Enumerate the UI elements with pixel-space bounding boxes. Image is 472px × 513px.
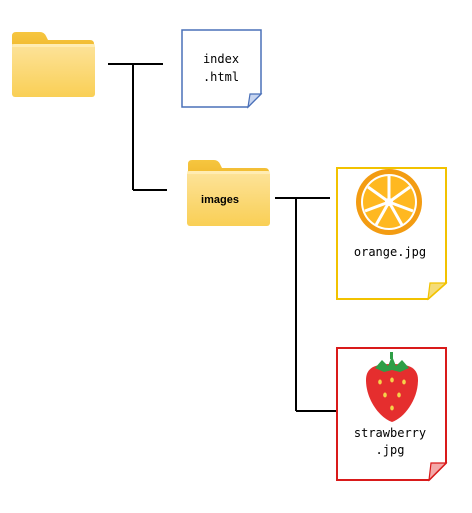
index-html-file[interactable]: index .html bbox=[181, 29, 263, 109]
index-html-page-icon bbox=[181, 29, 262, 108]
images-folder[interactable]: images bbox=[187, 160, 270, 226]
images-folder-label: images bbox=[201, 194, 239, 206]
strawberry-icon bbox=[366, 352, 418, 422]
index-html-label-line2: .html bbox=[203, 70, 239, 84]
strawberry-jpg-file[interactable]: strawberry .jpg bbox=[336, 347, 448, 482]
orange-slice-icon bbox=[356, 169, 422, 235]
strawberry-jpg-label-line1: strawberry bbox=[354, 426, 426, 440]
index-html-label-line1: index bbox=[203, 52, 239, 66]
root-folder-icon[interactable] bbox=[12, 32, 95, 97]
images-folder-icon bbox=[187, 160, 270, 226]
tree-connectors bbox=[108, 63, 340, 412]
strawberry-jpg-label-line2: .jpg bbox=[376, 443, 405, 457]
orange-jpg-file[interactable]: orange.jpg bbox=[336, 167, 448, 301]
orange-jpg-label: orange.jpg bbox=[354, 245, 426, 259]
